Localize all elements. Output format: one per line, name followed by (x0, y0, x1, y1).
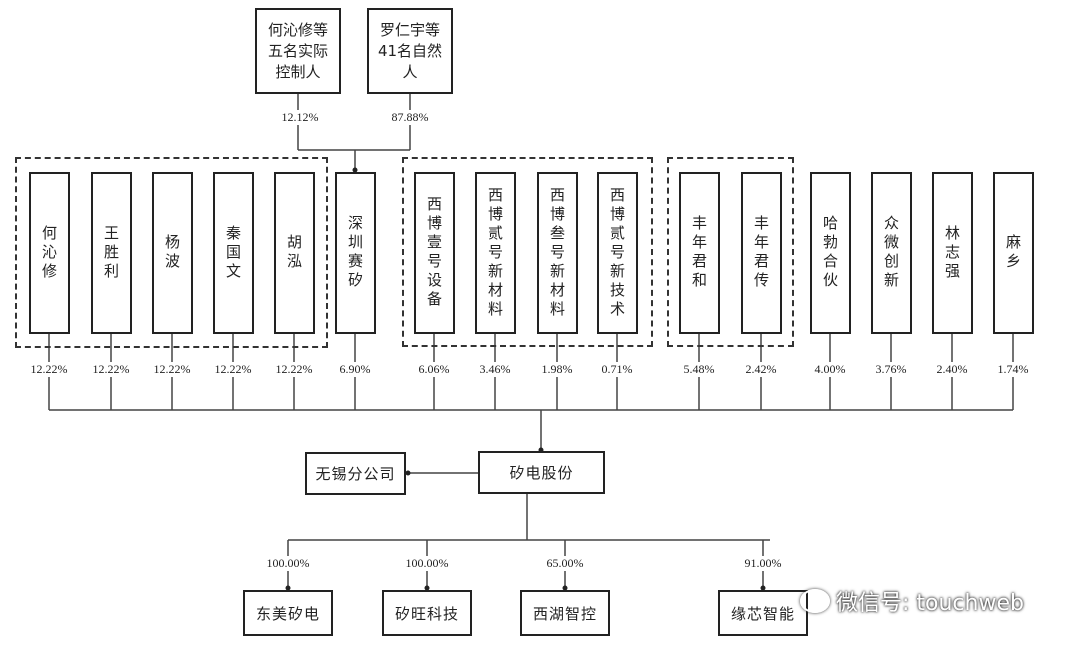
shareholder-name: 秦国文 (224, 224, 242, 282)
subsidiary-pct: 65.00% (546, 556, 584, 571)
shareholder-pct: 12.22% (275, 362, 313, 377)
shareholder-name: 王胜利 (102, 224, 120, 282)
shareholder-pct: 12.22% (30, 362, 68, 377)
subsidiary-box: 西湖智控 (520, 590, 610, 636)
shareholder-pct: 3.76% (875, 362, 907, 377)
shareholder-box: 王胜利 (91, 172, 132, 334)
shareholder-box: 深圳赛矽 (335, 172, 376, 334)
shareholder-name: 西博贰号新技术 (608, 186, 626, 320)
subsidiary-pct: 100.00% (405, 556, 449, 571)
shareholder-box: 麻乡 (993, 172, 1034, 334)
watermark: 微信号: touchweb (800, 585, 1024, 617)
shareholder-pct: 6.06% (418, 362, 450, 377)
group-xibo (402, 157, 653, 347)
shareholder-pct: 6.90% (339, 362, 371, 377)
shareholder-box: 西博壹号设备 (414, 172, 455, 334)
arrow-head (285, 585, 291, 591)
top-holder-name: 何沁修等五名实际控制人 (267, 20, 328, 81)
shareholder-box: 秦国文 (213, 172, 254, 334)
shareholder-name: 丰年君传 (752, 215, 770, 291)
subsidiary-name: 缘芯智能 (730, 604, 795, 623)
subsidiary-name: 东美矽电 (255, 604, 320, 623)
shareholder-name: 深圳赛矽 (346, 215, 364, 291)
shareholder-pct: 4.00% (814, 362, 846, 377)
shareholder-box: 西博贰号新技术 (597, 172, 638, 334)
arrow-head (405, 470, 411, 476)
shareholder-box: 西博叁号新材料 (537, 172, 578, 334)
arrow-head (424, 585, 430, 591)
shareholder-pct: 0.71% (601, 362, 633, 377)
shareholder-box: 众微创新 (871, 172, 912, 334)
top-holder-box: 罗仁宇等41名自然人 (367, 8, 453, 94)
arrow-head (562, 585, 568, 591)
subsidiary-name: 西湖智控 (532, 604, 597, 623)
shareholder-pct: 12.22% (92, 362, 130, 377)
shareholder-name: 麻乡 (1004, 234, 1022, 272)
top-holder-name: 罗仁宇等41名自然人 (377, 20, 443, 81)
shareholder-name: 林志强 (943, 224, 961, 282)
shareholder-pct: 12.22% (214, 362, 252, 377)
wechat-icon (800, 589, 830, 613)
shareholder-box: 哈勃合伙 (810, 172, 851, 334)
shareholder-pct: 12.22% (153, 362, 191, 377)
shareholder-name: 众微创新 (882, 215, 900, 291)
branch-name: 无锡分公司 (315, 465, 396, 483)
watermark-text: 微信号: touchweb (836, 591, 1024, 616)
arrow-head (352, 167, 358, 173)
shareholder-name: 西博壹号设备 (425, 196, 443, 310)
shareholder-box: 胡泓 (274, 172, 315, 334)
shareholder-box: 何沁修 (29, 172, 70, 334)
shareholder-pct: 1.74% (997, 362, 1029, 377)
shareholder-name: 何沁修 (40, 224, 58, 282)
company-box: 矽电股份 (478, 451, 605, 494)
shareholder-box: 丰年君传 (741, 172, 782, 334)
subsidiary-pct: 100.00% (266, 556, 310, 571)
branch-box: 无锡分公司 (305, 452, 406, 495)
shareholder-pct: 2.40% (936, 362, 968, 377)
shareholder-name: 西博叁号新材料 (548, 186, 566, 320)
shareholder-box: 林志强 (932, 172, 973, 334)
arrow-head (760, 585, 766, 591)
shareholder-pct: 2.42% (745, 362, 777, 377)
group-controllers (15, 157, 328, 348)
subsidiary-box: 矽旺科技 (382, 590, 472, 636)
subsidiary-pct: 91.00% (744, 556, 782, 571)
top-holder-pct: 87.88% (391, 110, 429, 125)
shareholder-name: 杨波 (163, 234, 181, 272)
shareholder-pct: 3.46% (479, 362, 511, 377)
subsidiary-name: 矽旺科技 (394, 604, 459, 623)
subsidiary-box: 缘芯智能 (718, 590, 808, 636)
shareholder-box: 杨波 (152, 172, 193, 334)
shareholder-box: 西博贰号新材料 (475, 172, 516, 334)
top-holder-pct: 12.12% (281, 110, 319, 125)
company-name: 矽电股份 (509, 464, 574, 482)
shareholder-name: 丰年君和 (690, 215, 708, 291)
group-fengnian (667, 157, 794, 347)
shareholder-box: 丰年君和 (679, 172, 720, 334)
subsidiary-box: 东美矽电 (243, 590, 333, 636)
shareholder-name: 西博贰号新材料 (486, 186, 504, 320)
shareholder-pct: 1.98% (541, 362, 573, 377)
shareholder-name: 胡泓 (285, 234, 303, 272)
top-holder-box: 何沁修等五名实际控制人 (255, 8, 341, 94)
shareholder-name: 哈勃合伙 (821, 215, 839, 291)
shareholder-pct: 5.48% (683, 362, 715, 377)
